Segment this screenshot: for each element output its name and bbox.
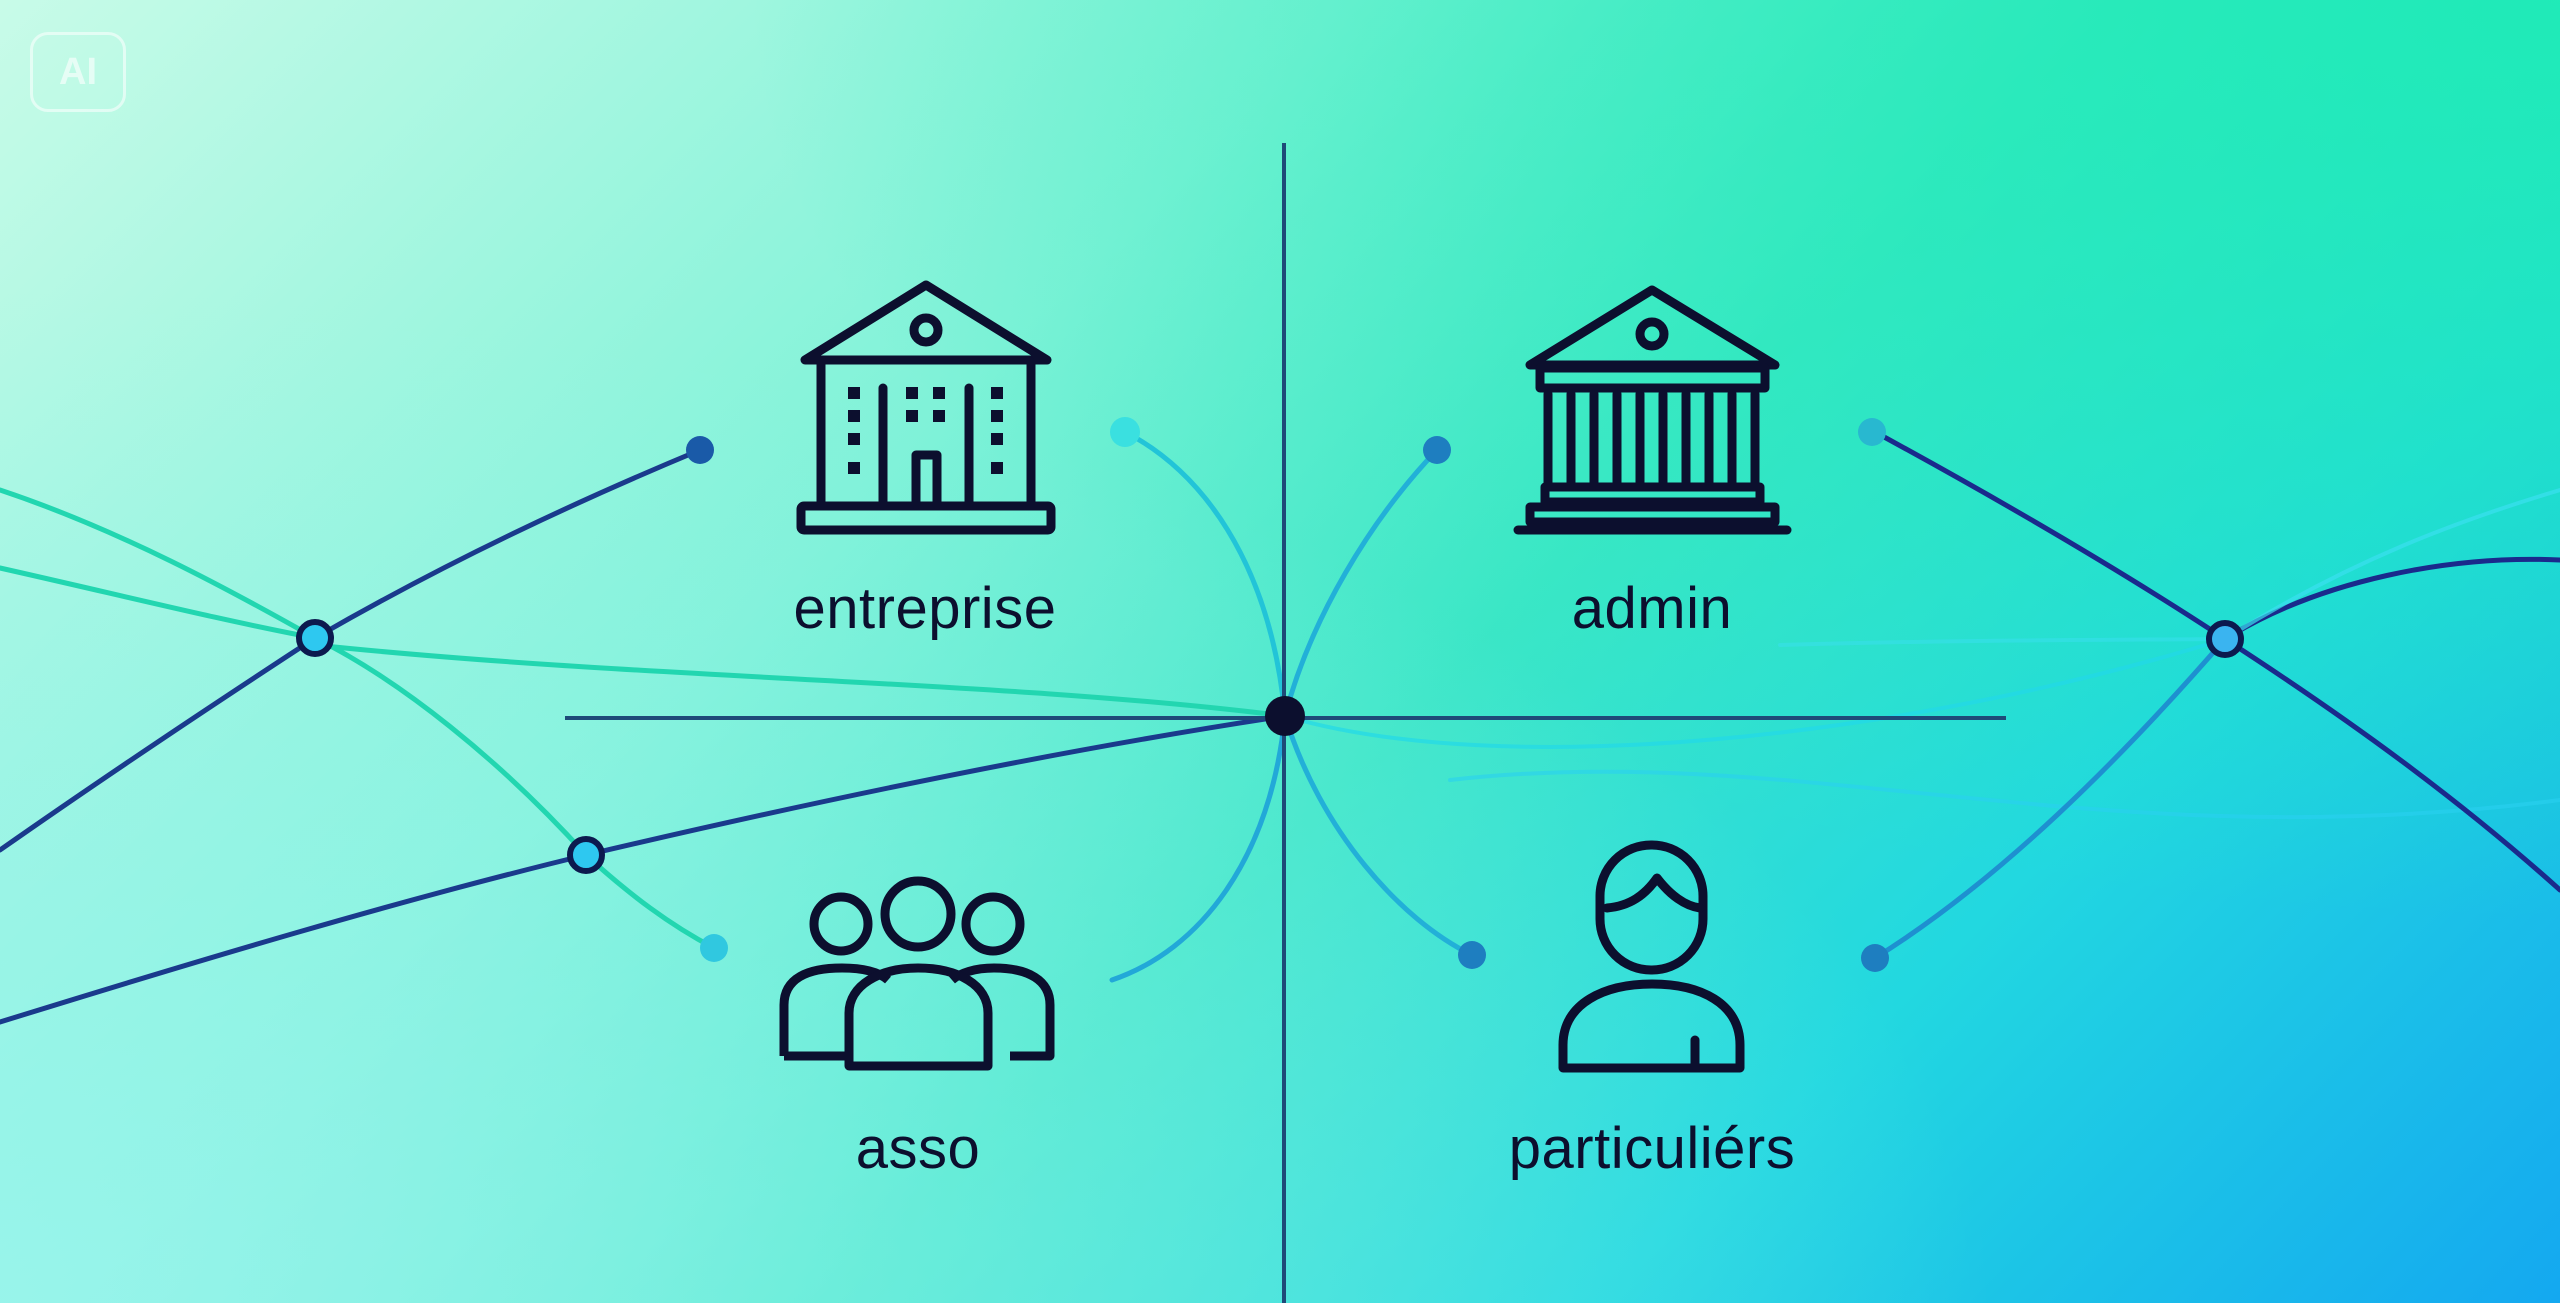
ai-badge-text: AI	[59, 50, 97, 93]
label-particuliers: particuliérs	[1508, 1116, 1796, 1181]
hub-nodes	[296, 619, 2244, 874]
office-windows	[848, 387, 1003, 474]
person-icon	[1558, 840, 1745, 1073]
endpoint-dots	[686, 417, 1889, 972]
office-building-icon	[796, 280, 1056, 535]
label-admin: admin	[1571, 576, 1733, 641]
label-asso: asso	[855, 1116, 981, 1181]
group-people-icon	[779, 876, 1055, 1071]
center-node	[1265, 696, 1305, 736]
ai-badge-icon: AI	[30, 32, 126, 112]
label-entreprise: entreprise	[793, 576, 1057, 641]
government-building-icon	[1513, 285, 1792, 535]
network-lines	[0, 429, 2560, 1025]
